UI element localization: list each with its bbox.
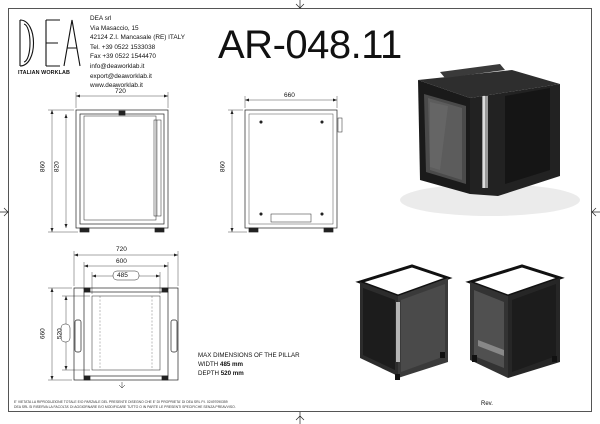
side-view xyxy=(228,96,343,233)
revision-label: Rev. xyxy=(481,401,493,407)
dim-front-height-inner: 820 xyxy=(53,161,61,173)
top-view xyxy=(48,251,179,389)
front-view xyxy=(48,92,169,233)
dea-logo-icon xyxy=(19,19,81,67)
company-website[interactable]: www.deaworklab.it xyxy=(90,82,143,90)
dim-top-pillar-width: 485 xyxy=(117,272,128,279)
dim-front-height-outer: 860 xyxy=(39,161,47,173)
dim-side-height: 860 xyxy=(219,161,227,173)
company-fax: Fax +39 0522 1544470 xyxy=(90,53,156,61)
company-address-line2: 42124 Z.I. Mancasale (RE) ITALY xyxy=(90,34,185,42)
company-address-line1: Via Masaccio, 15 xyxy=(90,24,139,32)
max-dimensions-block: MAX DIMENSIONS OF THE PILLAR WIDTH 485 m… xyxy=(198,352,300,378)
company-email-info[interactable]: info@deaworklab.it xyxy=(90,62,145,70)
top-dim-arrows xyxy=(50,253,178,380)
drawing-frame xyxy=(8,8,592,412)
max-depth-value: 520 mm xyxy=(220,369,244,377)
max-dimensions-heading: MAX DIMENSIONS OF THE PILLAR xyxy=(198,352,300,359)
company-email-export[interactable]: export@deaworklab.it xyxy=(90,72,152,80)
dim-front-width: 720 xyxy=(115,88,126,95)
dim-top-pillar-depth: 520 xyxy=(56,328,64,340)
front-dim-arrows xyxy=(50,94,168,232)
max-width-value: 485 mm xyxy=(220,360,244,368)
dim-top-width-outer: 720 xyxy=(116,246,127,253)
product-code-title: AR-048.11 xyxy=(218,23,402,67)
max-depth-line: DEPTH 520 mm xyxy=(198,370,300,379)
cabinet-render-open-left xyxy=(355,264,453,380)
dim-side-depth: 660 xyxy=(284,92,295,99)
max-width-line: WIDTH 485 mm xyxy=(198,361,300,370)
legal-footer: E' VIETATA LA RIPRODUZIONE TOTALE E/O PA… xyxy=(14,400,236,410)
cabinet-render-main xyxy=(400,64,580,216)
max-depth-label: DEPTH xyxy=(198,369,219,377)
company-name: DEA srl xyxy=(90,15,112,22)
cabinet-render-open-right xyxy=(465,264,565,378)
dim-top-width-inner: 600 xyxy=(116,258,127,265)
company-info: DEA srl Via Masaccio, 15 42124 Z.I. Manc… xyxy=(90,14,185,91)
legal-footer-line1: E' VIETATA LA RIPRODUZIONE TOTALE E/O PA… xyxy=(14,400,228,404)
legal-footer-line2: DEA SRL SI RISERVA LA FACOLTA' DI AGGIOR… xyxy=(14,405,236,410)
company-tel: Tel. +39 0522 1533038 xyxy=(90,43,156,51)
dim-top-depth-outer: 660 xyxy=(39,328,47,340)
max-width-label: WIDTH xyxy=(198,360,219,368)
logo-tagline: ITALIAN WORKLAB xyxy=(18,70,71,76)
side-dim-arrows xyxy=(230,98,337,232)
